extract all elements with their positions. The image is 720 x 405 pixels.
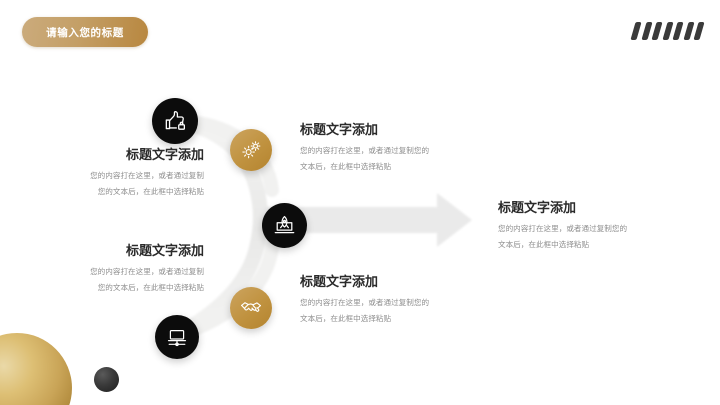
dark-sphere — [94, 367, 119, 392]
text-block-2: 标题文字添加 您的内容打在这里，或者通过复制您的 文本后，在此框中选择粘贴 — [300, 122, 530, 174]
slide-title-badge[interactable]: 请输入您的标题 — [22, 17, 148, 47]
slant-bar-icon — [693, 22, 705, 40]
text-block-2-line-1: 您的内容打在这里，或者通过复制您的 — [300, 146, 430, 156]
text-block-3: 标题文字添加 您的内容打在这里，或者通过复制 您的文本后，在此框中选择粘贴 — [0, 243, 204, 295]
slant-bar-icon — [651, 22, 663, 40]
text-block-5-line-2: 文本后，在此框中选择粘贴 — [498, 240, 590, 250]
text-block-5-line-1: 您的内容打在这里，或者通过复制您的 — [498, 224, 628, 234]
slanted-bars-decoration — [630, 22, 705, 40]
laptop-network-icon — [165, 325, 189, 349]
slide-title-text: 请输入您的标题 — [46, 26, 124, 39]
gold-sphere — [0, 333, 72, 405]
text-block-1-line-2: 您的文本后，在此框中选择粘贴 — [97, 187, 204, 197]
text-block-5-heading: 标题文字添加 — [498, 200, 577, 215]
rocket-laptop-icon — [272, 213, 297, 238]
node-rocket-laptop[interactable] — [262, 203, 307, 248]
text-block-3-heading: 标题文字添加 — [125, 243, 204, 258]
thumbs-up-lock-icon — [163, 109, 188, 134]
slant-bar-icon — [672, 22, 684, 40]
text-block-3-line-2: 您的文本后，在此框中选择粘贴 — [97, 283, 204, 293]
text-block-3-line-1: 您的内容打在这里，或者通过复制 — [90, 267, 204, 277]
text-block-1-line-1: 您的内容打在这里，或者通过复制 — [90, 171, 204, 181]
text-block-5: 标题文字添加 您的内容打在这里，或者通过复制您的 文本后，在此框中选择粘贴 — [498, 200, 720, 252]
handshake-icon — [239, 296, 263, 320]
slant-bar-icon — [682, 22, 695, 40]
node-thumbs-up[interactable] — [152, 98, 198, 144]
node-gears[interactable] — [230, 129, 272, 171]
text-block-2-heading: 标题文字添加 — [300, 122, 379, 137]
text-block-4-heading: 标题文字添加 — [300, 274, 379, 289]
slant-bar-icon — [661, 22, 674, 40]
node-handshake[interactable] — [230, 287, 272, 329]
text-block-4-line-1: 您的内容打在这里，或者通过复制您的 — [300, 298, 430, 308]
text-block-1: 标题文字添加 您的内容打在这里，或者通过复制 您的文本后，在此框中选择粘贴 — [0, 147, 204, 199]
node-laptop-network[interactable] — [155, 315, 199, 359]
text-block-4: 标题文字添加 您的内容打在这里，或者通过复制您的 文本后，在此框中选择粘贴 — [300, 274, 530, 326]
gears-icon — [240, 139, 263, 162]
text-block-1-heading: 标题文字添加 — [125, 147, 204, 162]
text-block-2-line-2: 文本后，在此框中选择粘贴 — [300, 162, 392, 172]
slant-bar-icon — [640, 22, 653, 40]
slant-bar-icon — [630, 22, 642, 40]
text-block-4-line-2: 文本后，在此框中选择粘贴 — [300, 314, 392, 324]
